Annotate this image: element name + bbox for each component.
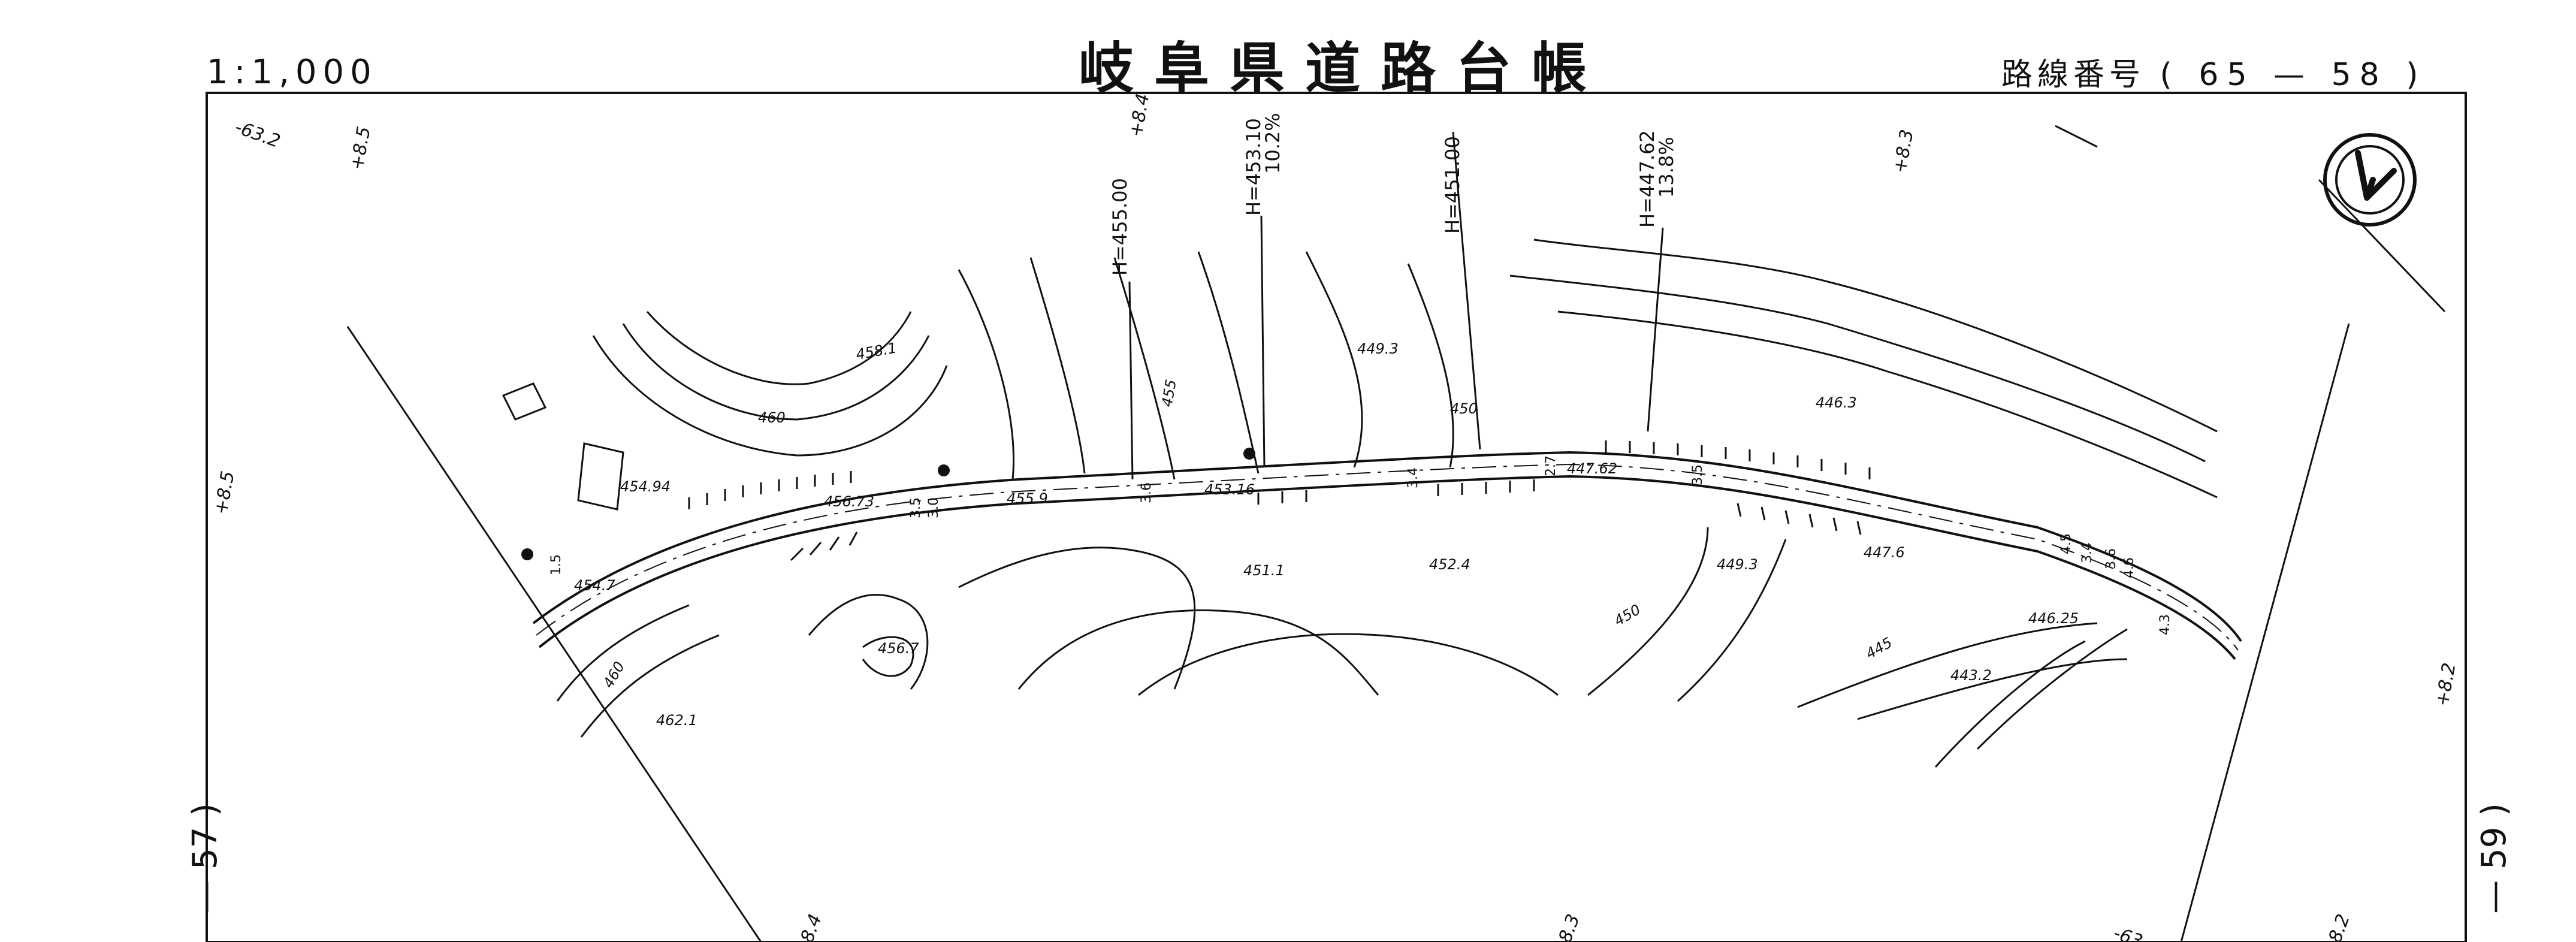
spot-height: 446.25 bbox=[2028, 610, 2079, 627]
spot-height: 446.3 bbox=[1816, 394, 1857, 411]
chainage-label: +8.2 bbox=[2432, 662, 2460, 708]
contour-label: 450 bbox=[1450, 400, 1478, 417]
profile-marker-labels: H=455.00 H=453.10 10.2% H=451.00 H=447.6… bbox=[1109, 113, 1678, 276]
spot-height: 454.94 bbox=[620, 478, 671, 495]
north-arrow-icon bbox=[2323, 133, 2417, 227]
route-number: 路線番号 ( 65 — 58 ) bbox=[2001, 49, 2427, 94]
spot-height: 449.3 bbox=[1717, 556, 1758, 573]
structures bbox=[502, 382, 624, 511]
spot-height: 462.1 bbox=[656, 712, 697, 729]
road-width: 3.6 bbox=[2104, 548, 2119, 569]
top-left-label: -63.2 bbox=[232, 117, 283, 152]
contour-label: 450 bbox=[1611, 601, 1644, 629]
spot-height: 454.7 bbox=[574, 577, 615, 594]
spot-height: 456.7 bbox=[878, 640, 919, 657]
map-labels: -63.2 +8.5 +8.4 +8.3 +8.2 +8.5 8.4 8.3 8… bbox=[210, 92, 2460, 942]
profile-grade-label: 10.2% bbox=[1261, 113, 1284, 174]
road-width: 4.6 bbox=[2122, 557, 2137, 578]
road-width: 2.7 bbox=[1544, 455, 1559, 476]
chainage-label: +8.4 bbox=[1125, 92, 1153, 139]
spot-height: 458.1 bbox=[854, 339, 898, 363]
road-width: 3.0 bbox=[926, 497, 941, 518]
spot-height: 453.16 bbox=[1204, 481, 1255, 498]
road-width: 1.5 bbox=[549, 554, 564, 575]
profile-height-label: H=451.00 bbox=[1441, 136, 1464, 234]
scale-label: 1:1,000 bbox=[207, 53, 378, 92]
spot-height: 452.4 bbox=[1429, 556, 1470, 573]
map-title: 岐阜県道路台帳 bbox=[1079, 37, 1608, 101]
chainage-label: +8.5 bbox=[210, 470, 238, 517]
contour-label: 460 bbox=[758, 409, 786, 426]
road-width-labels: 3.5 3.0 3.6 3.4 2.7 3.5 4.3 4.6 3.4 3.6 … bbox=[549, 455, 2173, 635]
spot-height: 447.62 bbox=[1567, 460, 1617, 477]
profile-height-label: H=447.62 bbox=[1636, 130, 1659, 228]
spot-height: 451.1 bbox=[1243, 562, 1285, 579]
chainage-label: -63 bbox=[2110, 923, 2145, 942]
route-label: 路線番号 bbox=[2001, 57, 2146, 93]
profile-grade-label: 13.8% bbox=[1655, 137, 1678, 198]
profile-marker-lines bbox=[1128, 131, 1664, 480]
chainage-label: 8.3 bbox=[1555, 911, 1584, 942]
spot-height: 455.9 bbox=[1007, 490, 1048, 507]
survey-point bbox=[521, 548, 533, 560]
road-width: 4.3 bbox=[2158, 614, 2173, 635]
map-frame bbox=[206, 92, 2467, 942]
road-width: 3.4 bbox=[2080, 542, 2095, 563]
sheet-boundaries bbox=[346, 125, 2446, 942]
profile-height-label: H=453.10 bbox=[1242, 118, 1265, 216]
profile-height-label: H=455.00 bbox=[1109, 178, 1131, 276]
road-width: 4.5 bbox=[2059, 533, 2074, 554]
survey-point bbox=[1243, 448, 1255, 460]
chainage-label: 8.2 bbox=[2325, 911, 2354, 942]
survey-point bbox=[938, 464, 950, 476]
road-width: 3.5 bbox=[908, 497, 923, 518]
contour-label: 445 bbox=[1863, 634, 1895, 662]
spot-height: 449.3 bbox=[1357, 340, 1399, 357]
spot-heights: 458.1 454.94 456.73 455.9 453.16 449.3 4… bbox=[574, 339, 2079, 729]
spot-height: 456.73 bbox=[824, 493, 874, 510]
road-width: 3.6 bbox=[1139, 482, 1154, 503]
spot-height: 447.6 bbox=[1864, 544, 1905, 561]
contour-label: 460 bbox=[600, 659, 628, 691]
spot-height: 443.2 bbox=[1950, 667, 1992, 684]
road bbox=[532, 451, 2242, 660]
chainage-label: +8.3 bbox=[1889, 128, 1917, 175]
contour-lines bbox=[556, 238, 2218, 768]
contour-label: 455 bbox=[1158, 378, 1180, 408]
route-number-value: ( 65 — 58 ) bbox=[2160, 57, 2427, 93]
road-width: 3.5 bbox=[1690, 464, 1705, 485]
chainage-label: 8.4 bbox=[797, 911, 826, 942]
road-width: 3.4 bbox=[1406, 467, 1421, 488]
slope-hatches bbox=[688, 440, 1871, 561]
chainage-label: +8.5 bbox=[346, 125, 375, 172]
